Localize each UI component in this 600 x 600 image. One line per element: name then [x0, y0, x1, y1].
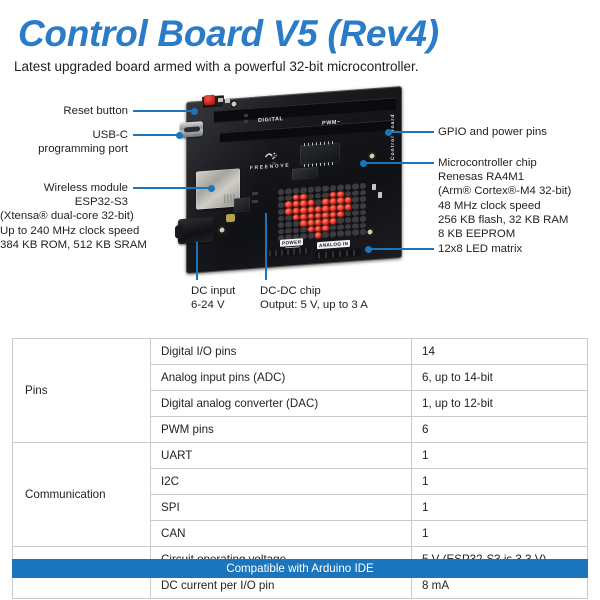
- reset-button[interactable]: [204, 94, 215, 106]
- smd-cluster-e: [372, 183, 376, 191]
- leader-dc-input: [196, 242, 198, 280]
- callout-wireless-module-line-1: ESP32-S3: [74, 196, 128, 209]
- smd-res-b: [252, 199, 258, 204]
- table-row: Analog input pins (ADC) 6, up to 14-bit: [13, 364, 588, 391]
- smd-cluster-b: [244, 119, 248, 124]
- callout-microcontroller-line-4: 256 KB flash, 32 KB RAM: [438, 213, 569, 226]
- dc-power-jack[interactable]: [178, 216, 214, 245]
- dc-dc-converter-chip: [234, 197, 250, 213]
- leader-dot-gpio-power-pins: [385, 128, 392, 136]
- page-subtitle: Latest upgraded board armed with a power…: [14, 59, 419, 74]
- smd-cap-a: [218, 97, 223, 103]
- leader-dc-dc-chip: [265, 213, 267, 280]
- callout-microcontroller-line-5: 8 KB EEPROM: [438, 228, 516, 241]
- freenove-logo: ⤳ FREENOVE: [244, 146, 296, 172]
- smd-cluster-c: [272, 153, 276, 158]
- specifications-table: Pins Digital I/O pins 14 Analog input pi…: [12, 338, 588, 599]
- leader-microcontroller: [365, 162, 434, 164]
- callout-usb-c-line-0: USB-C: [92, 129, 128, 141]
- board-diagram: DIGITAL PWM~: [0, 84, 600, 324]
- callout-gpio-power-pins-line-0: GPIO and power pins: [438, 126, 547, 138]
- leader-gpio-power-pins: [390, 131, 434, 133]
- leader-dot-wireless-module: [208, 184, 215, 192]
- leader-dot-led-matrix: [365, 245, 372, 253]
- spec-label: SPI: [150, 494, 412, 521]
- spec-value: 1: [411, 520, 588, 547]
- usb-c-port[interactable]: [180, 121, 203, 138]
- callout-reset-button: Reset button: [10, 104, 128, 118]
- callout-microcontroller-line-3: 48 MHz clock speed: [438, 199, 541, 212]
- spec-label: CAN: [150, 520, 412, 547]
- leader-wireless-module: [133, 187, 211, 189]
- callout-usb-c-line-1: programming port: [38, 143, 128, 156]
- spec-label: Digital I/O pins: [150, 338, 412, 365]
- spec-label: UART: [150, 442, 412, 469]
- callout-wireless-module: Wireless module ESP32-S3 (Xtensa® dual-c…: [0, 181, 147, 252]
- spec-label: Analog input pins (ADC): [150, 364, 412, 391]
- callout-microcontroller-line-2: (Arm® Cortex®-M4 32-bit): [438, 185, 572, 198]
- callout-dc-dc-chip-line-1: Output: 5 V, up to 3 A: [260, 299, 368, 312]
- callout-wireless-module-line-4: 384 KB ROM, 512 KB SRAM: [0, 238, 147, 251]
- callout-dc-input: DC input 6-24 V: [191, 284, 271, 312]
- spec-value: 1, up to 12-bit: [411, 390, 588, 417]
- callout-wireless-module-line-2: (Xtensa® dual-core 32-bit): [0, 210, 134, 223]
- table-row: PWM pins 6: [13, 416, 588, 443]
- table-row: SPI 1: [13, 494, 588, 521]
- callout-microcontroller: Microcontroller chip Renesas RA4M1 (Arm®…: [438, 156, 600, 241]
- page-title: Control Board V5 (Rev4): [18, 13, 439, 54]
- control-board-photo: DIGITAL PWM~: [178, 86, 406, 284]
- leader-reset-button: [133, 110, 194, 112]
- support-chip-a: [292, 167, 318, 180]
- callout-wireless-module-line-0: Wireless module: [43, 182, 128, 194]
- callout-led-matrix-line-0: 12x8 LED matrix: [438, 243, 523, 255]
- spec-value: 14: [411, 338, 588, 365]
- table-row: CAN 1: [13, 520, 588, 547]
- table-row: Pins Digital I/O pins 14: [12, 338, 588, 443]
- leader-led-matrix: [370, 248, 434, 250]
- callout-dc-input-line-1: 6-24 V: [191, 299, 225, 312]
- leader-dot-usb-c: [176, 131, 183, 139]
- callout-wireless-module-line-3: Up to 240 MHz clock speed: [0, 224, 140, 237]
- spec-value: 6: [411, 416, 588, 443]
- smd-cluster-d: [272, 161, 276, 166]
- leader-dot-microcontroller: [360, 159, 367, 167]
- callout-gpio-power-pins: GPIO and power pins: [438, 125, 598, 139]
- specifications-table-body: Pins Digital I/O pins 14 Analog input pi…: [12, 338, 588, 599]
- callout-microcontroller-line-1: Renesas RA4M1: [438, 171, 525, 184]
- callout-dc-dc-chip-line-0: DC-DC chip: [260, 285, 321, 297]
- callout-dc-input-line-0: DC input: [191, 285, 236, 297]
- spec-label: PWM pins: [150, 416, 412, 443]
- callout-reset-button-line-0: Reset button: [63, 105, 128, 117]
- arduino-ide-banner: Compatible with Arduino IDE: [12, 559, 588, 578]
- callout-dc-dc-chip: DC-DC chip Output: 5 V, up to 3 A: [260, 284, 410, 312]
- spec-value: 1: [411, 494, 588, 521]
- smd-cluster-f: [378, 191, 382, 199]
- smd-res-a: [252, 191, 258, 196]
- table-row: Communication UART 1: [12, 442, 588, 547]
- renesas-ra4m1-chip: [300, 141, 340, 167]
- silk-side-label: Control Board: [390, 113, 396, 161]
- leader-dot-reset-button: [191, 107, 198, 115]
- group-cell-communication: Communication: [12, 442, 151, 547]
- smd-cluster-a: [244, 113, 248, 118]
- spec-label: I2C: [150, 468, 412, 495]
- leader-usb-c: [133, 134, 179, 136]
- spec-value: 6, up to 14-bit: [411, 364, 588, 391]
- spec-value: 1: [411, 442, 588, 469]
- callout-usb-c: USB-C programming port: [4, 128, 128, 156]
- inductor: [226, 213, 235, 223]
- group-cell-pins: Pins: [12, 338, 151, 443]
- spec-value: 1: [411, 468, 588, 495]
- spec-label: Digital analog converter (DAC): [150, 390, 412, 417]
- callout-led-matrix: 12x8 LED matrix: [438, 242, 598, 256]
- callout-microcontroller-line-0: Microcontroller chip: [438, 157, 537, 169]
- led-matrix-12x8: [278, 182, 366, 242]
